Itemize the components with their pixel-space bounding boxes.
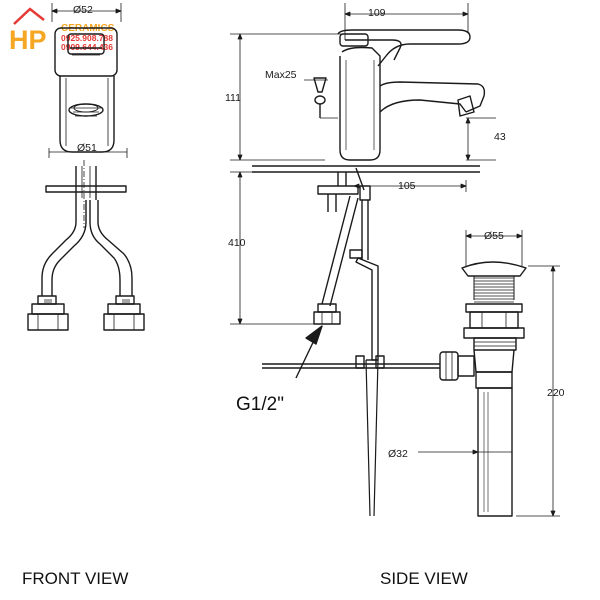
front-base-dimension (48, 148, 128, 158)
side-lever-label: Max25 (265, 69, 297, 81)
front-shank (45, 160, 127, 228)
side-hose-dimension (230, 171, 318, 325)
front-view (27, 3, 145, 331)
side-height-label: 111 (225, 92, 241, 104)
front-hose-nut-right (103, 295, 145, 331)
side-popup-linkage (262, 167, 440, 517)
side-shank (317, 172, 359, 212)
side-total-length-label: 109 (368, 7, 386, 19)
front-body (59, 76, 115, 153)
side-faucet-body (337, 29, 486, 161)
side-reach-label: 105 (398, 180, 416, 192)
front-view-label: FRONT VIEW (22, 569, 128, 588)
side-waste-top-label: Ø55 (484, 230, 504, 242)
side-spout-height-dimension (465, 117, 496, 161)
front-hose-nut-left (27, 295, 69, 331)
front-width-dimension (51, 3, 122, 22)
side-height-dimension (230, 33, 345, 161)
side-waste-top-dimension (465, 230, 523, 266)
roof-icon (13, 7, 45, 25)
side-thread-label: G1/2" (236, 394, 284, 415)
logo-mark: HP (9, 25, 47, 55)
side-view-label: SIDE VIEW (380, 569, 468, 588)
logo-phone-1: 0925.908.788 (61, 33, 113, 43)
front-lever-handle (54, 27, 118, 77)
front-hoses (41, 200, 133, 303)
side-waste-tail-pipe (475, 371, 513, 517)
side-flexible-hose (313, 195, 359, 325)
front-top-width-label: Ø52 (73, 4, 93, 16)
side-waste-height-dimension (516, 265, 560, 517)
side-thread-arrow (295, 325, 323, 379)
side-countertop (252, 165, 480, 173)
side-waste-pipe-label: Ø32 (388, 448, 408, 460)
side-hose-length-label: 410 (228, 237, 246, 249)
side-spout-height-label: 43 (494, 131, 506, 143)
front-base-diameter-label: Ø51 (77, 142, 97, 154)
side-reach-dimension (353, 180, 467, 192)
logo-phone-2: 0909.644.436 (61, 42, 113, 52)
side-view (230, 3, 560, 517)
side-length-dimension (344, 3, 469, 40)
side-waste-pipe-dimension (418, 449, 479, 455)
side-popup-rod-knob (304, 77, 338, 119)
side-waste-height-label: 220 (547, 387, 565, 399)
side-waste-side-connector (439, 351, 475, 381)
